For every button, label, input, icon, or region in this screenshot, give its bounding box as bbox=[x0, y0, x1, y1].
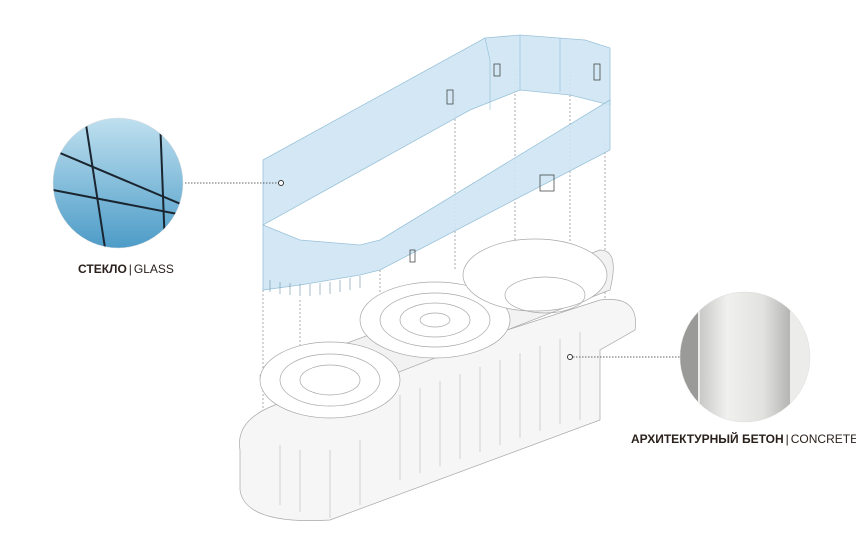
glass-lower-band bbox=[262, 99, 611, 296]
concrete-base bbox=[239, 238, 636, 521]
glass-photo bbox=[53, 118, 183, 248]
glass-label: СТЕКЛО|GLASS bbox=[78, 262, 174, 276]
glass-label-separator: | bbox=[128, 262, 132, 276]
glass-callout bbox=[52, 117, 284, 249]
concrete-label-separator: | bbox=[785, 432, 789, 446]
concrete-callout bbox=[567, 291, 811, 423]
glass-label-en: GLASS bbox=[133, 262, 174, 276]
concrete-label: АРХИТЕКТУРНЫЙ БЕТОН|CONCRETE bbox=[631, 432, 856, 446]
glass-label-ru: СТЕКЛО bbox=[78, 262, 127, 276]
concrete-photo bbox=[680, 292, 810, 422]
concrete-label-en: CONCRETE bbox=[790, 432, 856, 446]
glass-upper-band bbox=[262, 34, 611, 226]
concrete-label-ru: АРХИТЕКТУРНЫЙ БЕТОН bbox=[631, 432, 784, 446]
